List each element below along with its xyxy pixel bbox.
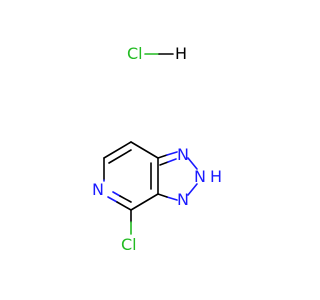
ring-bond-c5-c6 <box>103 141 132 159</box>
triazole-bond-c7a-n1-nitrogen <box>166 151 178 156</box>
salt-hydrogen-label: H <box>175 44 187 63</box>
ring-bond-n-c4-double-c <box>119 195 132 203</box>
structure-canvas: Cl H <box>92 44 223 254</box>
triazole-bond-c7a-n1-carbon <box>157 154 168 159</box>
ring-bond-n-c4-carbon-part <box>116 201 132 211</box>
chemical-structure-drawing: Cl H <box>92 44 222 254</box>
ring-bond-c6-c7a <box>130 141 159 159</box>
triazole-bond-n3-c3a-nitrogen <box>166 196 178 201</box>
triazole-n3-label: N <box>177 190 189 209</box>
triazole-bond-n1-n2 <box>187 157 198 170</box>
triazole-bond-c7a-n1-double-nitrogen <box>167 158 177 163</box>
triazole-n2-hydrogen-label: H <box>210 167 222 186</box>
ring-bond-c5-c6-double <box>108 149 132 164</box>
triazole-n2-label: N <box>194 167 206 186</box>
chlorine-substituent-label: Cl <box>121 235 137 254</box>
salt-chlorine-label: Cl <box>127 44 143 63</box>
ring-bond-n-c4-nitrogen-part <box>107 196 118 203</box>
ring-bond-n-c4-double-n <box>112 191 121 197</box>
pyridine-nitrogen-label: N <box>92 180 104 199</box>
triazole-bond-n2-n3 <box>187 183 198 196</box>
triazole-bond-n3-c3a-carbon <box>157 193 168 198</box>
triazole-bond-c7a-n1-double-carbon <box>159 161 169 166</box>
ring-bond-c4-c3a <box>130 193 159 211</box>
triazole-n1-label: N <box>177 145 189 164</box>
